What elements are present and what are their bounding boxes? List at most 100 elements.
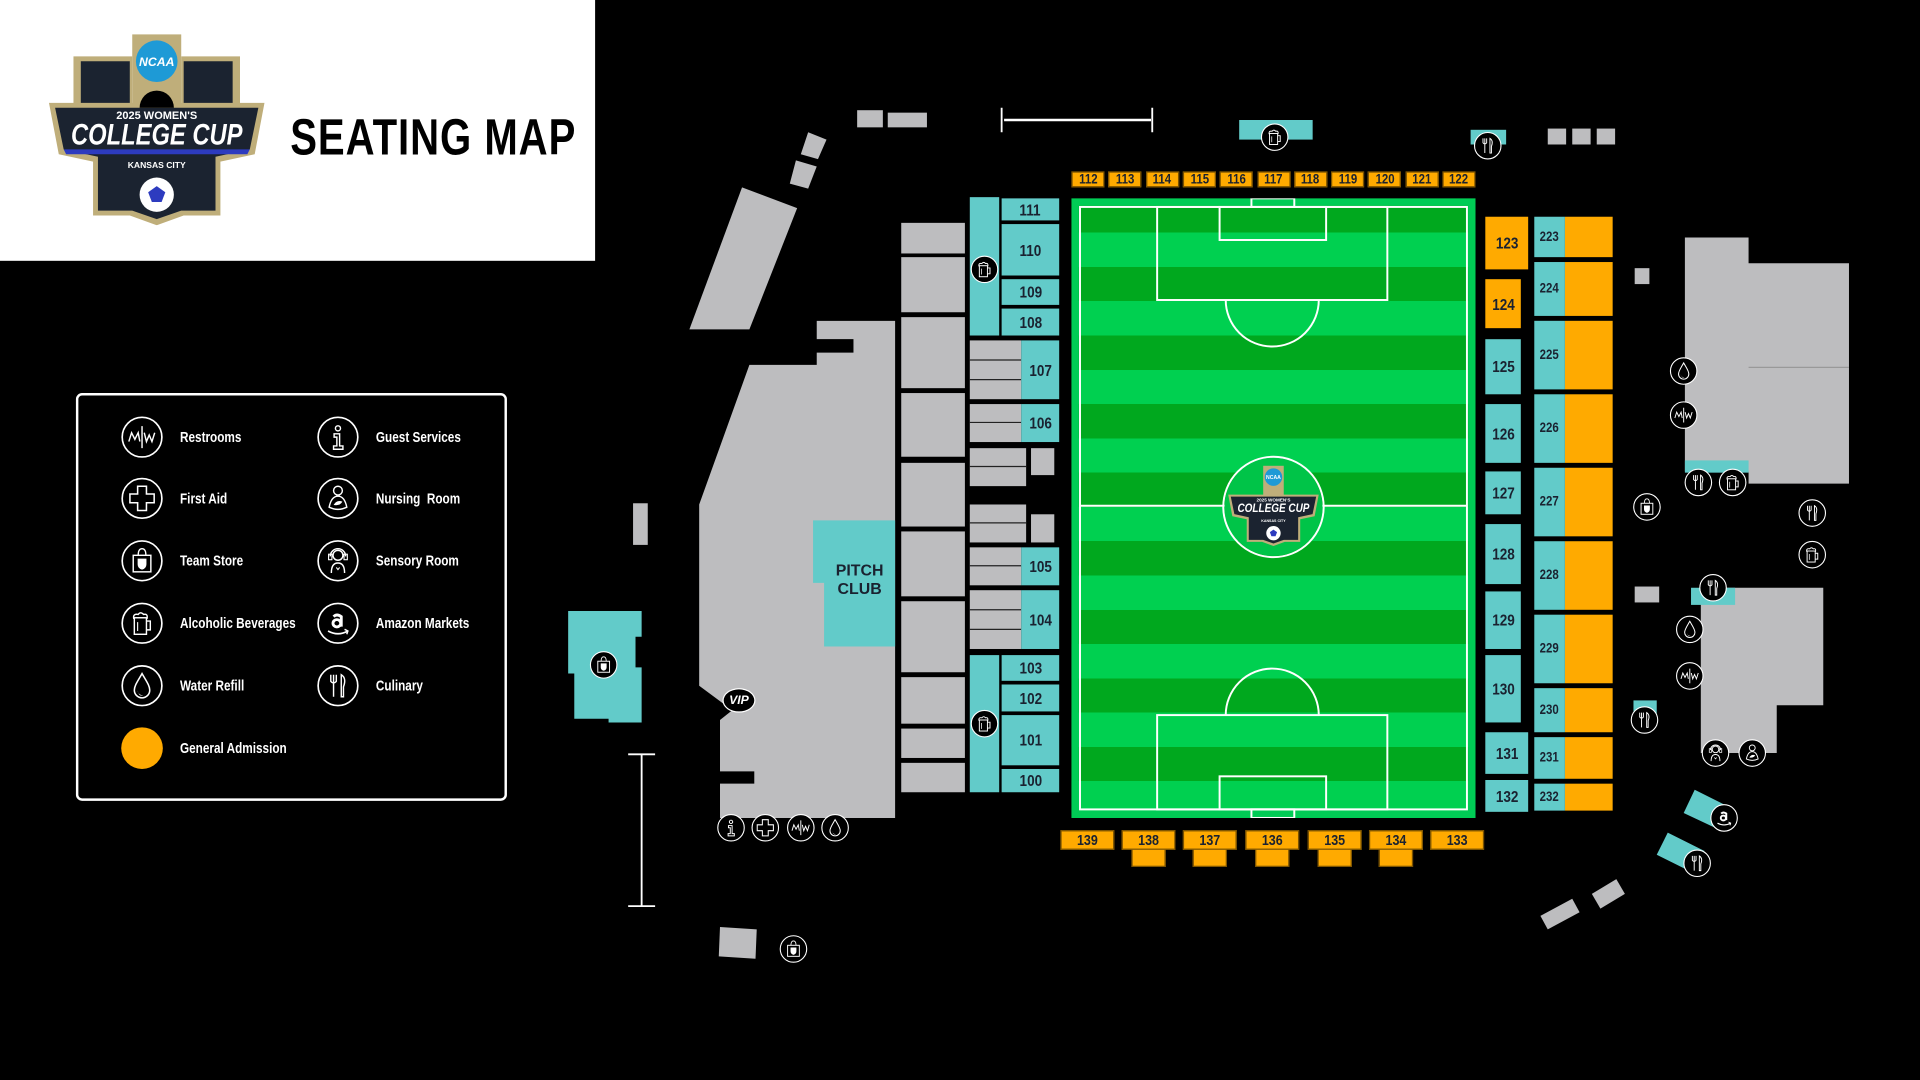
restroom-icon[interactable] [1669,400,1698,429]
sensory-icon[interactable] [1701,738,1730,767]
section-231-general-admission[interactable] [1564,737,1613,779]
kiosk [633,503,648,545]
section-137-extension[interactable] [1192,848,1227,867]
section-230-general-admission[interactable] [1564,688,1613,733]
section-223[interactable]: 223 [1534,216,1565,258]
section-230[interactable]: 230 [1534,688,1565,733]
beer-icon[interactable] [1718,468,1747,497]
section-115[interactable]: 115 [1182,171,1216,188]
culinary-icon[interactable] [1684,468,1713,497]
section-128[interactable]: 128 [1485,524,1521,585]
section-224-general-admission[interactable] [1564,262,1613,316]
section-107[interactable]: 107 [1021,340,1060,400]
section-111[interactable]: 111 [1001,198,1060,221]
section-106[interactable]: 106 [1021,404,1060,443]
section-232-general-admission[interactable] [1564,783,1613,811]
amazon-icon[interactable] [1709,803,1738,832]
restroom-icon[interactable] [786,813,815,842]
section-229[interactable]: 229 [1534,614,1565,684]
water-drop-icon[interactable] [1675,615,1704,644]
pitch-club-line-1: PITCH [835,560,884,580]
section-123[interactable]: 123 [1485,216,1529,270]
section-124[interactable]: 124 [1485,279,1521,329]
water-drop-icon[interactable] [1669,356,1698,385]
beer-icon[interactable] [1260,122,1289,151]
beer-icon[interactable] [970,709,999,738]
section-226[interactable]: 226 [1534,394,1565,463]
section-231[interactable]: 231 [1534,737,1565,779]
section-132[interactable]: 132 [1485,780,1529,812]
section-120[interactable]: 120 [1368,171,1402,188]
section-100[interactable]: 100 [1001,768,1060,793]
section-224[interactable]: 224 [1534,262,1565,316]
team-store-icon[interactable] [1632,492,1661,521]
restroom-icon[interactable] [1675,661,1704,690]
section-label: 105 [1028,557,1052,576]
section-225-general-admission[interactable] [1564,320,1613,390]
section-125[interactable]: 125 [1485,339,1521,395]
section-103[interactable]: 103 [1001,655,1060,681]
section-134[interactable]: 134 [1368,830,1423,850]
section-110[interactable]: 110 [1001,224,1060,276]
section-105[interactable]: 105 [1021,547,1060,586]
section-137[interactable]: 137 [1182,830,1237,850]
section-228[interactable]: 228 [1534,541,1565,610]
kiosk [789,160,817,189]
section-139[interactable]: 139 [1060,830,1115,850]
legend-item-alcoholic-beverages: Alcoholic Beverages [120,601,325,645]
culinary-icon[interactable] [1698,573,1727,602]
section-130[interactable]: 130 [1485,655,1521,723]
section-114[interactable]: 114 [1145,171,1179,188]
section-133[interactable]: 133 [1430,830,1485,850]
section-131[interactable]: 131 [1485,732,1529,774]
section-101[interactable]: 101 [1001,715,1060,766]
team-store-icon[interactable] [589,650,618,679]
beer-icon[interactable] [1798,540,1827,569]
section-108[interactable]: 108 [1001,308,1060,336]
culinary-icon[interactable] [1473,131,1502,160]
section-122[interactable]: 122 [1442,171,1476,188]
section-102[interactable]: 102 [1001,684,1060,712]
section-135-extension[interactable] [1317,848,1352,867]
section-134-extension[interactable] [1378,848,1414,867]
vip-badge[interactable]: VIP [722,688,756,713]
section-117[interactable]: 117 [1256,171,1291,188]
section-135[interactable]: 135 [1307,830,1362,850]
pitch-club-label[interactable]: PITCH CLUB [824,561,895,598]
section-229-general-admission[interactable] [1564,614,1613,684]
section-226-general-admission[interactable] [1564,394,1613,463]
section-116[interactable]: 116 [1219,171,1253,188]
section-118[interactable]: 118 [1294,171,1328,188]
beer-icon[interactable] [970,255,999,284]
section-136-extension[interactable] [1255,848,1290,867]
culinary-icon[interactable] [1798,498,1827,527]
section-227-general-admission[interactable] [1564,467,1613,537]
section-138[interactable]: 138 [1121,830,1176,850]
legend-label: Nursing Room [375,489,461,507]
info-icon[interactable] [716,813,745,842]
water-drop-icon[interactable] [820,813,849,842]
kiosk [800,132,827,160]
section-113[interactable]: 113 [1108,171,1142,188]
section-136[interactable]: 136 [1245,830,1300,850]
section-109[interactable]: 109 [1001,279,1060,305]
section-227[interactable]: 227 [1534,467,1565,537]
section-228-general-admission[interactable] [1564,541,1613,610]
first-aid-icon[interactable] [751,813,780,842]
section-223-general-admission[interactable] [1564,216,1613,258]
section-112[interactable]: 112 [1071,171,1105,188]
section-138-extension[interactable] [1131,848,1166,867]
team-store-icon[interactable] [779,934,808,963]
section-225[interactable]: 225 [1534,320,1565,390]
section-104[interactable]: 104 [1021,590,1060,649]
culinary-icon[interactable] [1630,705,1659,734]
section-121[interactable]: 121 [1405,171,1439,188]
nursing-icon[interactable] [1738,738,1767,767]
section-119[interactable]: 119 [1331,171,1365,188]
section-126[interactable]: 126 [1485,404,1521,463]
culinary-icon[interactable] [1682,849,1711,878]
section-127[interactable]: 127 [1485,471,1521,515]
section-232[interactable]: 232 [1534,783,1565,811]
section-129[interactable]: 129 [1485,591,1521,649]
